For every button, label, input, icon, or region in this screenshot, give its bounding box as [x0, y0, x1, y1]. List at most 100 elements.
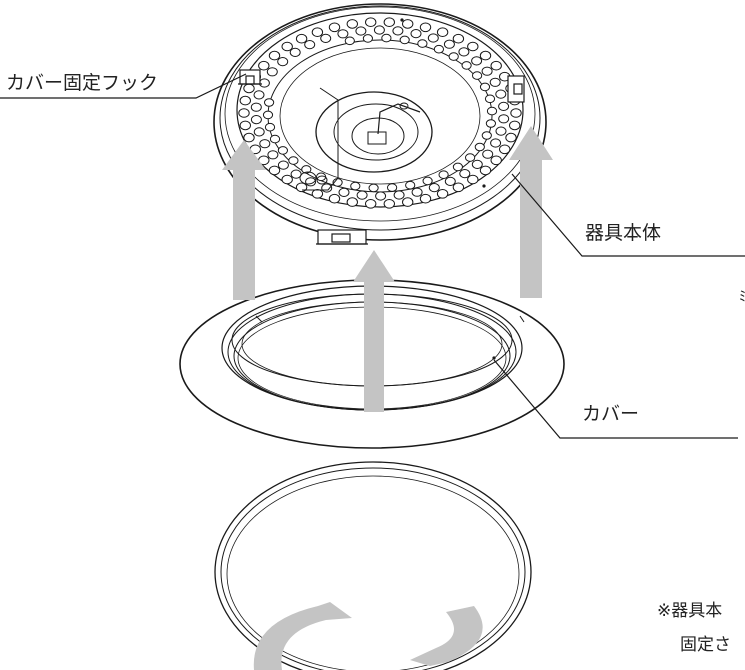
- led-dot: [328, 22, 341, 33]
- led-dot: [481, 66, 493, 76]
- label-cover-hook: カバー固定フック: [6, 72, 159, 94]
- led-dot: [479, 165, 492, 176]
- led-dot: [289, 47, 301, 58]
- led-dot: [448, 52, 459, 61]
- led-dot: [402, 19, 414, 29]
- led-dot: [311, 27, 324, 38]
- led-dot: [259, 139, 271, 149]
- edge-mark: ﾐ: [739, 289, 745, 305]
- led-dot: [490, 155, 502, 166]
- note-line-2: 固定さ: [680, 635, 731, 655]
- led-dot: [264, 98, 275, 107]
- rotate-arrow-right: [410, 606, 483, 666]
- led-dot: [499, 144, 511, 155]
- led-dot: [250, 102, 262, 112]
- lift-arrow-left: [222, 140, 266, 300]
- led-dot: [472, 71, 483, 80]
- cover-hooks: [238, 69, 525, 245]
- globe-shade: [214, 461, 532, 670]
- led-dot: [402, 197, 414, 207]
- led-dot: [498, 101, 510, 112]
- led-dot: [438, 170, 449, 179]
- lift-arrow-right: [509, 126, 553, 298]
- led-dot: [471, 159, 483, 169]
- led-dot: [344, 36, 355, 46]
- led-dot: [266, 67, 278, 77]
- led-dot: [383, 199, 395, 209]
- note-line-1: ※器具本: [657, 601, 723, 621]
- led-dot: [459, 169, 471, 179]
- led-dot: [482, 149, 494, 159]
- rotate-arrow-left: [253, 602, 352, 670]
- led-dot: [486, 106, 498, 116]
- led-dot: [484, 94, 496, 104]
- led-dot: [346, 19, 358, 29]
- led-dot: [264, 122, 276, 132]
- led-dot: [417, 39, 428, 48]
- leader-body: [511, 173, 745, 257]
- led-dot: [268, 165, 281, 176]
- led-dot: [350, 181, 361, 191]
- led-dot: [243, 132, 255, 143]
- led-dot: [253, 90, 265, 100]
- led-dot: [267, 150, 279, 160]
- led-dot: [356, 190, 368, 200]
- led-dot: [474, 142, 485, 152]
- led-dot: [452, 182, 465, 193]
- led-dot: [368, 183, 379, 193]
- led-dot: [238, 108, 250, 118]
- led-dot: [510, 108, 522, 118]
- lift-arrows: [222, 126, 553, 412]
- led-dot: [239, 95, 252, 106]
- led-dot: [243, 83, 255, 94]
- rotation-arrows: [253, 602, 483, 670]
- led-dot: [239, 120, 252, 131]
- led-dot: [399, 35, 410, 45]
- label-fixture-body: 器具本体: [585, 222, 662, 244]
- led-dot: [411, 187, 423, 197]
- led-dot: [495, 89, 507, 99]
- led-dot: [304, 40, 316, 50]
- led-dot: [509, 120, 521, 131]
- led-dot: [269, 134, 281, 144]
- led-dot: [375, 191, 387, 201]
- led-dot: [362, 34, 373, 43]
- lift-arrow-center: [353, 250, 395, 412]
- led-dot: [337, 29, 349, 39]
- leader-cover: [493, 359, 738, 439]
- led-dot: [328, 193, 341, 204]
- led-dot: [277, 57, 289, 67]
- led-dot: [277, 160, 289, 170]
- led-dot: [452, 162, 463, 172]
- led-dot: [436, 189, 449, 199]
- led-dot: [277, 146, 288, 155]
- cover-hook-left: [238, 69, 262, 85]
- led-dot: [250, 115, 262, 125]
- led-dot: [311, 189, 324, 199]
- leader-hook: [0, 73, 247, 99]
- led-dot: [479, 50, 492, 61]
- led-dot: [295, 182, 308, 193]
- led-dot: [288, 156, 299, 165]
- led-dot: [458, 47, 470, 57]
- led-dot: [471, 56, 483, 66]
- led-dot: [489, 77, 501, 87]
- led-dot: [392, 26, 404, 36]
- led-dot: [387, 183, 398, 192]
- led-dot: [467, 41, 479, 52]
- led-dot: [505, 132, 517, 143]
- center-hub: [315, 91, 433, 173]
- led-dot: [346, 197, 358, 207]
- led-dot: [444, 176, 456, 186]
- led-dot: [338, 187, 350, 197]
- led-dot: [485, 119, 496, 128]
- led-dot: [355, 26, 367, 36]
- led-dot: [373, 25, 385, 35]
- cover-hook-right: [507, 75, 525, 103]
- led-dot: [479, 82, 491, 92]
- cover-hook-bottom: [316, 229, 368, 245]
- leader-lines: [0, 73, 745, 439]
- led-dot: [365, 17, 377, 28]
- led-dot: [253, 127, 265, 137]
- led-dot: [490, 138, 502, 148]
